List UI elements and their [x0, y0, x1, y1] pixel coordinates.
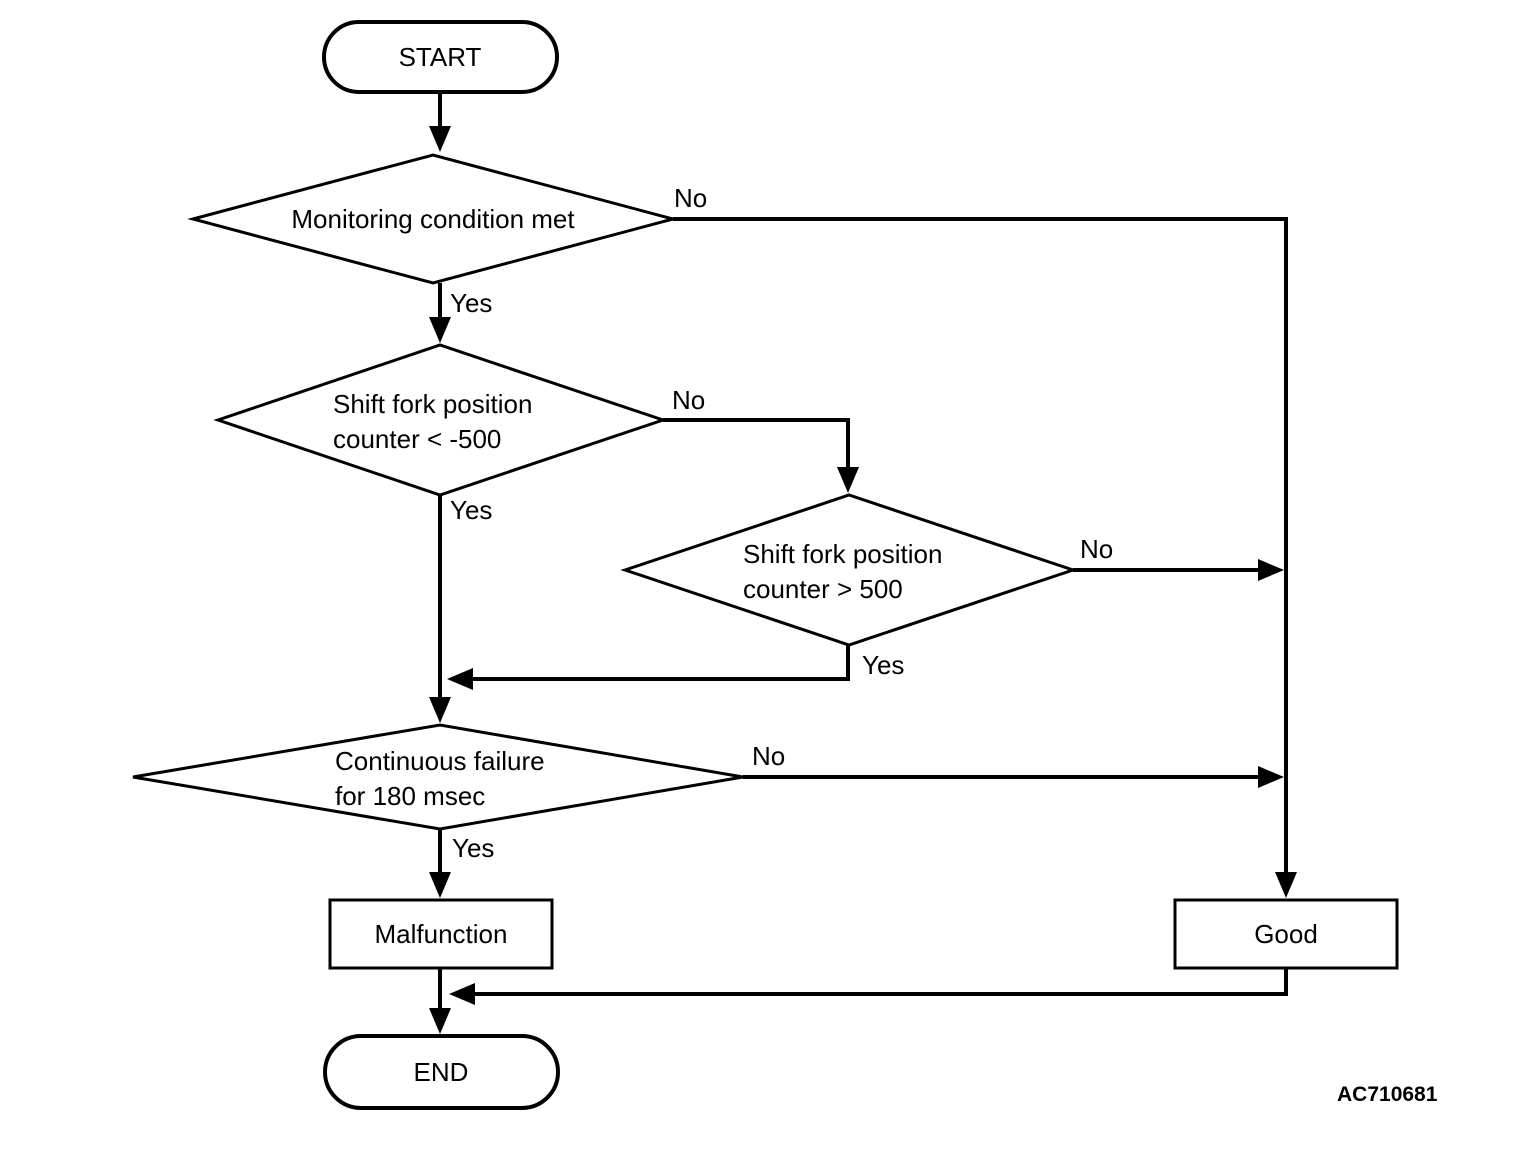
edge-label-monitoring-no: No [674, 183, 707, 213]
edge-shift-fork-neg-yes-to-continuous-failure [429, 495, 451, 723]
shift-fork-neg-label-line1: Shift fork position [333, 389, 532, 419]
start-label: START [399, 42, 482, 72]
edge-label-shift-fork-neg-yes: Yes [450, 495, 492, 525]
edge-shift-fork-pos-no-to-good [1073, 559, 1284, 581]
continuous-failure-label-line2: for 180 msec [335, 781, 485, 811]
edge-line [663, 418, 850, 469]
node-end: END [323, 1034, 560, 1110]
arrowhead-down [429, 697, 451, 723]
arrowhead-down [429, 1008, 451, 1034]
edge-continuous-failure-no-to-good [743, 766, 1284, 788]
edge-label-continuous-failure-yes: Yes [452, 833, 494, 863]
edge-start-to-monitoring [429, 92, 451, 152]
edge-label-shift-fork-pos-no: No [1080, 534, 1113, 564]
edge-shift-fork-pos-yes-to-continuous-failure [447, 645, 850, 690]
arrowhead-right [1258, 559, 1284, 581]
edge-label-continuous-failure-no: No [752, 741, 785, 771]
edge-line [673, 217, 1288, 874]
arrowhead-down [837, 467, 859, 493]
arrowhead-right [1258, 766, 1284, 788]
edge-label-shift-fork-pos-yes: Yes [862, 650, 904, 680]
node-shift-fork-neg-decision: Shift fork position counter < -500 [213, 343, 668, 497]
start-terminator-shape [322, 20, 559, 94]
node-start: START [322, 20, 559, 94]
malfunction-label: Malfunction [375, 919, 508, 949]
arrowhead-down [429, 126, 451, 152]
edge-label-monitoring-yes: Yes [450, 288, 492, 318]
shift-fork-neg-decision-shape [213, 343, 668, 497]
figure-code: AC710681 [1337, 1083, 1438, 1106]
continuous-failure-label-line1: Continuous failure [335, 746, 545, 776]
node-continuous-failure-decision: Continuous failure for 180 msec [132, 723, 744, 831]
edge-malfunction-to-end [429, 968, 451, 1034]
end-terminator-shape [323, 1034, 560, 1110]
monitoring-decision-shape [187, 153, 679, 285]
continuous-failure-decision-shape [132, 723, 744, 831]
edge-monitoring-no-to-good [673, 217, 1297, 898]
arrowhead-left [447, 668, 473, 690]
good-label: Good [1254, 919, 1318, 949]
arrowhead-down [1275, 872, 1297, 898]
good-process-shape [1173, 898, 1399, 970]
node-shift-fork-pos-decision: Shift fork position counter > 500 [620, 493, 1078, 647]
node-good: Good [1173, 898, 1399, 970]
edge-monitoring-yes-to-shift-fork-neg [429, 283, 451, 343]
edge-line [471, 645, 850, 681]
malfunction-process-shape [328, 898, 554, 970]
edge-continuous-failure-yes-to-malfunction [429, 829, 451, 898]
edge-shift-fork-neg-no-to-shift-fork-pos [663, 418, 859, 493]
edge-label-shift-fork-neg-no: No [672, 385, 705, 415]
node-malfunction: Malfunction [328, 898, 554, 970]
monitoring-decision-label: Monitoring condition met [291, 204, 575, 234]
arrowhead-down [429, 317, 451, 343]
edge-good-to-end [449, 968, 1288, 1005]
shift-fork-pos-decision-shape [620, 493, 1078, 647]
arrowhead-down [429, 872, 451, 898]
node-monitoring-decision: Monitoring condition met [187, 153, 679, 285]
end-label: END [414, 1057, 469, 1087]
arrowhead-left [449, 983, 475, 1005]
shift-fork-pos-label-line1: Shift fork position [743, 539, 942, 569]
shift-fork-neg-label-line2: counter < -500 [333, 424, 501, 454]
shift-fork-pos-label-line2: counter > 500 [743, 574, 903, 604]
edge-line [473, 968, 1288, 996]
